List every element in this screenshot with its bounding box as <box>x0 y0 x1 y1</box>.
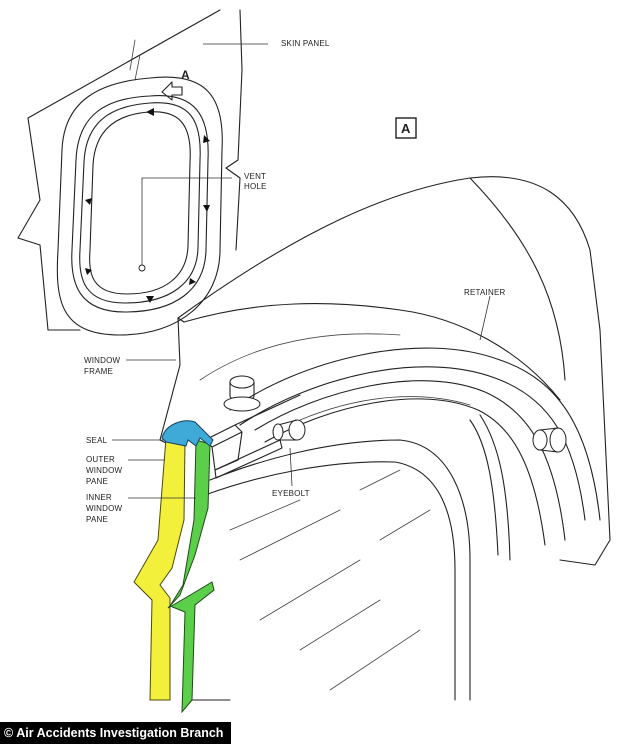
vent-hole-label-line2: HOLE <box>244 182 267 191</box>
detail-a-box-label: A <box>401 121 411 136</box>
inner-window-pane <box>167 439 215 714</box>
outer-pane-label-line1: OUTER <box>86 455 115 464</box>
skin-panel <box>17 9 243 331</box>
outer-pane-label-line3: PANE <box>86 477 108 486</box>
inner-pane-label-line1: INNER <box>86 493 112 502</box>
retainer-label: RETAINER <box>464 288 505 297</box>
outer-pane-label-line2: WINDOW <box>86 466 123 475</box>
window-frame-label-line2: FRAME <box>84 367 113 376</box>
inner-pane-label-line3: PANE <box>86 515 108 524</box>
detail-a-box <box>395 117 417 139</box>
eyebolt-label: EYEBOLT <box>272 489 310 498</box>
inner-pane-label-line2: WINDOW <box>86 504 123 513</box>
eyebolt <box>272 419 306 441</box>
outer-window-pane <box>133 437 186 701</box>
source-credit: © Air Accidents Investigation Branch <box>0 722 232 744</box>
retainer <box>229 347 601 561</box>
glass-pane-outlines <box>189 439 471 701</box>
detail-a-arrow <box>161 81 183 101</box>
window-frame-label-line1: WINDOW <box>84 356 121 365</box>
vent-hole-label-line1: VENT <box>244 172 266 181</box>
window-frame <box>159 176 611 566</box>
skin-panel-label: SKIN PANEL <box>281 39 330 48</box>
detail-a-marker: A <box>181 68 190 82</box>
stud-top <box>223 375 261 412</box>
window-opening <box>56 76 223 336</box>
seal <box>161 420 214 447</box>
stud-right <box>532 427 567 453</box>
seal-label: SEAL <box>86 436 108 445</box>
